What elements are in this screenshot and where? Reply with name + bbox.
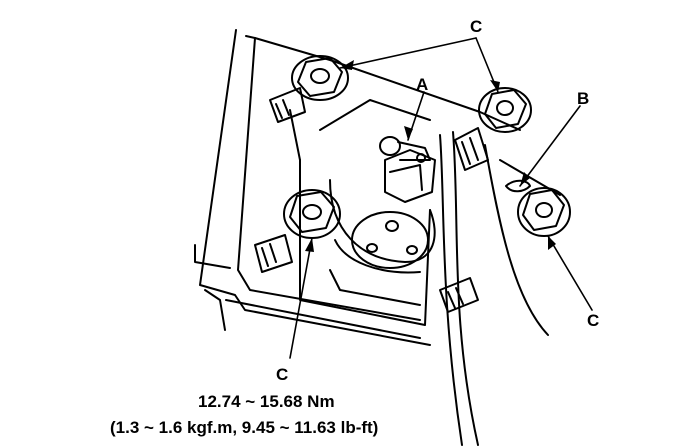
torque-spec-imperial: (1.3 ~ 1.6 kgf.m, 9.45 ~ 11.63 lb-ft) <box>110 418 379 437</box>
nut-bottom-left <box>283 189 341 239</box>
leader-arrowheads <box>305 60 556 252</box>
plunger-part-a <box>379 136 436 203</box>
stud-left-lower <box>254 234 293 273</box>
leader-lines <box>289 37 593 359</box>
callout-b: B <box>577 89 590 108</box>
callout-c-right: C <box>587 311 600 330</box>
housing-outline <box>194 29 561 446</box>
stud-left-upper <box>269 87 306 123</box>
stud-center <box>454 127 489 171</box>
torque-spec-nm: 12.74 ~ 15.68 Nm <box>198 392 335 411</box>
clip-part-b <box>505 179 531 193</box>
pump-body <box>299 159 436 326</box>
nut-far-right <box>517 187 571 237</box>
callout-a: A <box>416 75 429 94</box>
stud-lower-right <box>439 277 479 313</box>
nut-top-left <box>291 55 349 101</box>
callout-c-bottom: C <box>276 365 289 384</box>
callout-c-top: C <box>470 17 483 36</box>
nut-mid-right <box>478 87 532 133</box>
